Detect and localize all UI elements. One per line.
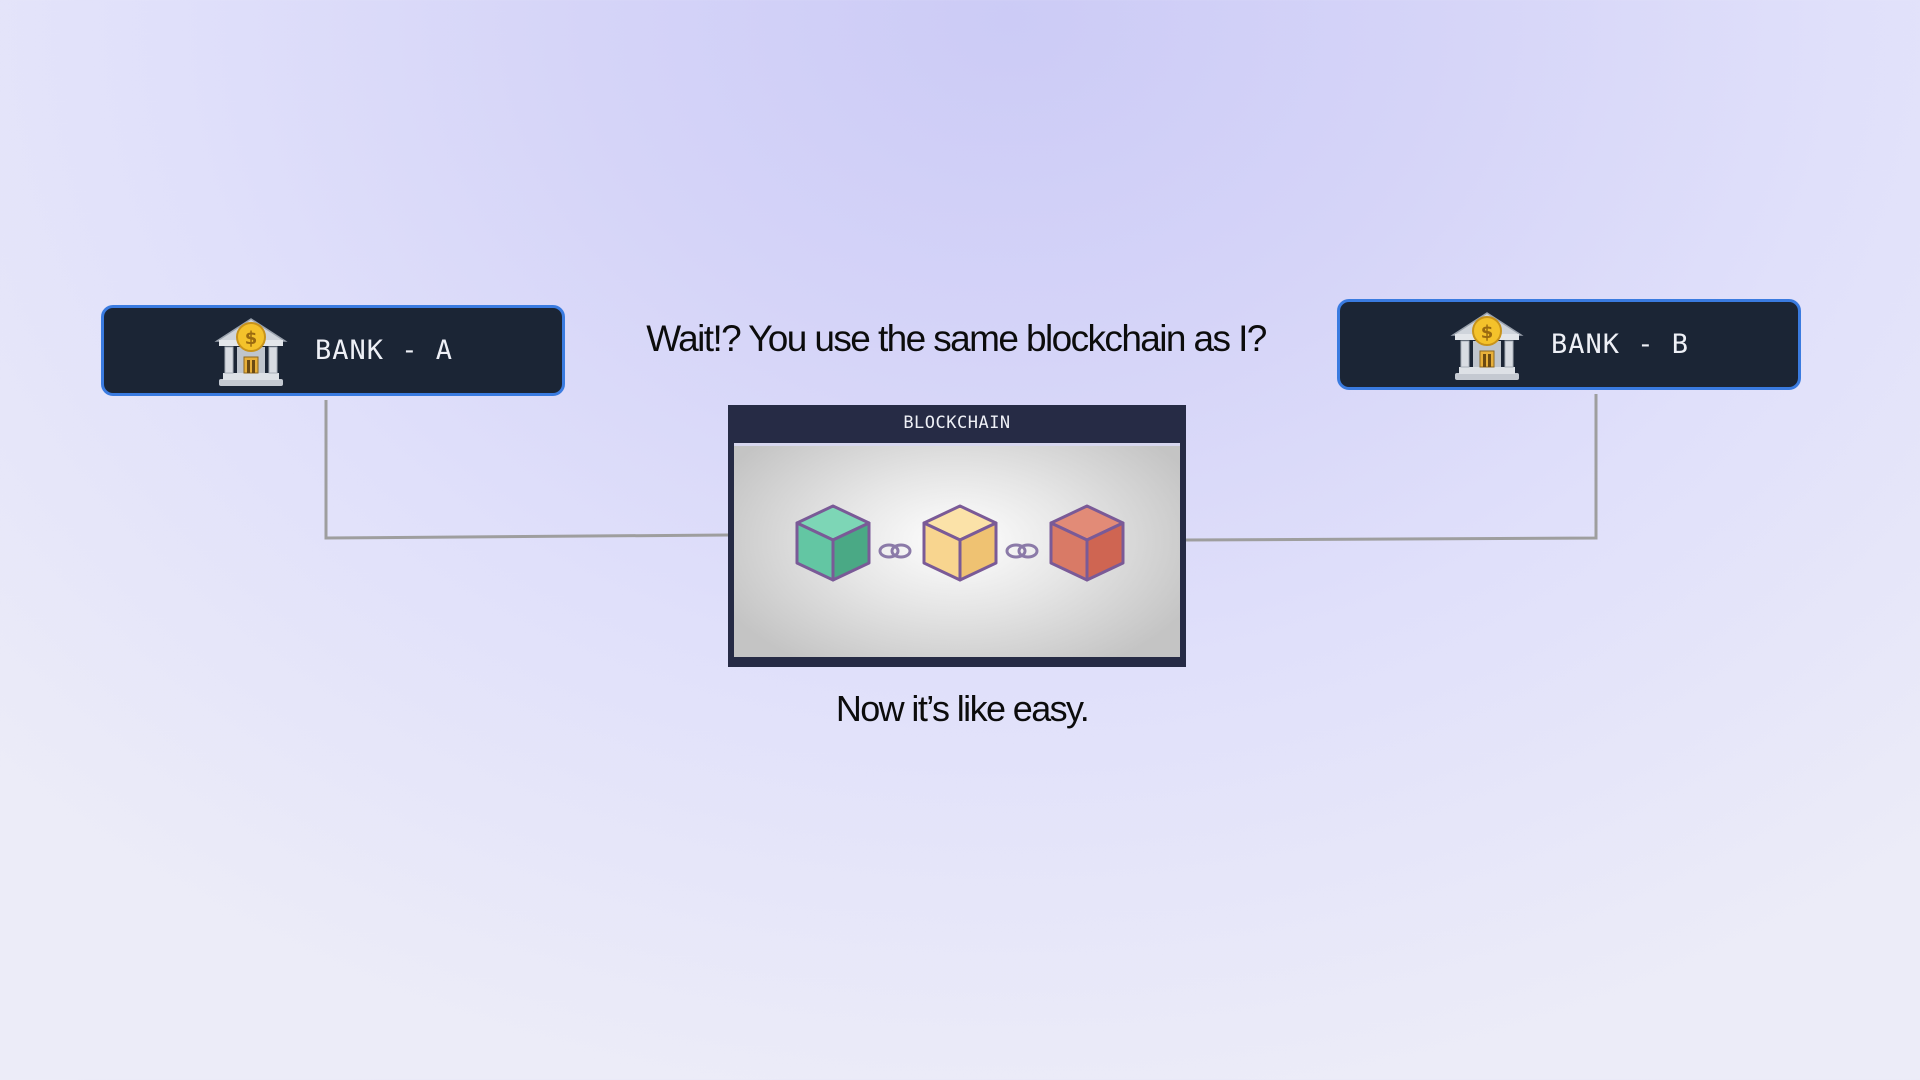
cube-icon xyxy=(922,504,998,582)
svg-text:$: $ xyxy=(245,328,258,349)
chain-link-icon xyxy=(878,543,912,559)
connector-bank-b-to-blockchain xyxy=(1185,394,1598,542)
bank-icon: $ xyxy=(1450,311,1524,380)
connector-bank-a-to-blockchain xyxy=(324,400,729,540)
bank-a-node: $ BANK - A xyxy=(101,305,565,396)
svg-text:$: $ xyxy=(1481,322,1494,343)
bank-a-label: BANK - A xyxy=(314,335,454,366)
bank-b-node: $ BANK - B xyxy=(1337,299,1801,390)
question-text: Wait!? You use the same blockchain as I? xyxy=(646,318,1267,359)
answer-text: Now it’s like easy. xyxy=(835,688,1090,729)
cube-icon xyxy=(795,504,871,582)
bank-icon: $ xyxy=(214,317,288,386)
blockchain-title: BLOCKCHAIN xyxy=(903,413,1011,433)
bank-b-label: BANK - B xyxy=(1550,329,1690,360)
blockchain-panel: BLOCKCHAIN xyxy=(728,405,1186,667)
chain-link-icon xyxy=(1005,543,1039,559)
blockchain-graphic xyxy=(795,504,1125,582)
blockchain-content xyxy=(734,443,1180,657)
cube-icon xyxy=(1049,504,1125,582)
